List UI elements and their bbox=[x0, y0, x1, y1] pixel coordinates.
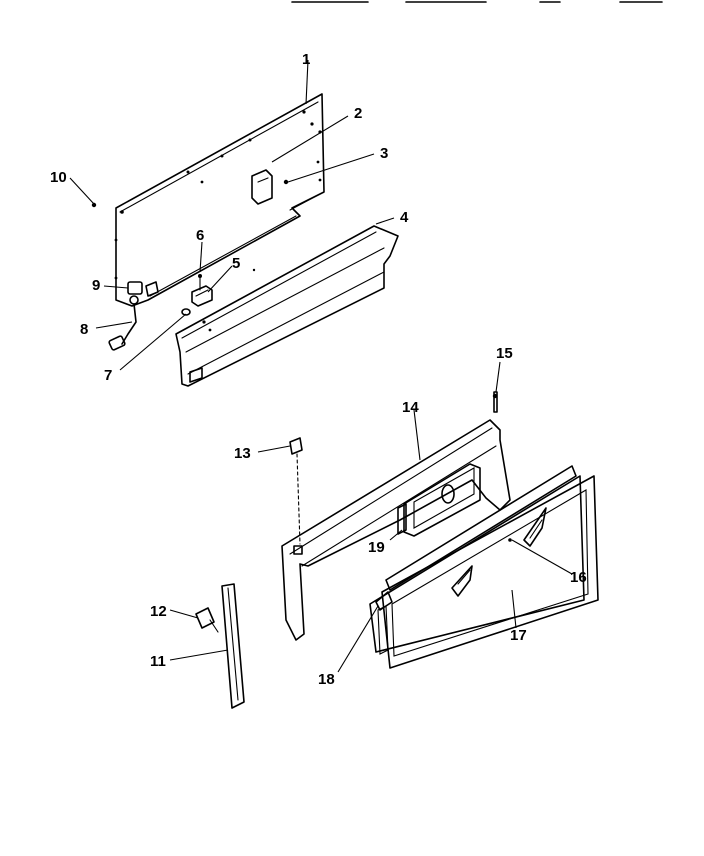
callout-9: 9 bbox=[92, 277, 100, 294]
callout-14: 14 bbox=[402, 399, 419, 416]
callout-7: 7 bbox=[104, 367, 112, 384]
callout-17: 17 bbox=[510, 627, 527, 644]
callout-2: 2 bbox=[354, 105, 362, 122]
callout-10: 10 bbox=[50, 169, 67, 186]
callout-4: 4 bbox=[400, 209, 409, 226]
screw-3 bbox=[283, 179, 289, 185]
callout-12: 12 bbox=[150, 603, 167, 620]
callout-5: 5 bbox=[232, 255, 240, 272]
callout-3: 3 bbox=[380, 145, 388, 162]
callout-1: 1 bbox=[302, 51, 310, 68]
callout-16: 16 bbox=[570, 569, 587, 586]
screw-15 bbox=[492, 391, 498, 413]
callout-6: 6 bbox=[196, 227, 204, 244]
fastener-13 bbox=[289, 437, 303, 545]
callout-18: 18 bbox=[318, 671, 335, 688]
callout-15: 15 bbox=[496, 345, 513, 362]
side-trim bbox=[195, 583, 245, 709]
callout-11: 11 bbox=[150, 653, 166, 670]
callout-19: 19 bbox=[368, 539, 385, 556]
callout-13: 13 bbox=[234, 445, 251, 462]
callouts: 1 2 3 4 5 6 7 8 9 10 11 12 13 14 15 16 1… bbox=[50, 51, 587, 688]
switch-and-wire bbox=[91, 202, 159, 351]
clip-and-screw bbox=[181, 274, 213, 316]
control-panel-housing bbox=[281, 419, 511, 641]
back-panel bbox=[114, 93, 325, 307]
callout-8: 8 bbox=[80, 321, 88, 338]
leader-lines bbox=[69, 59, 573, 673]
glass-frame bbox=[369, 465, 599, 669]
backguard-channel bbox=[175, 225, 399, 387]
bracket bbox=[251, 169, 273, 205]
